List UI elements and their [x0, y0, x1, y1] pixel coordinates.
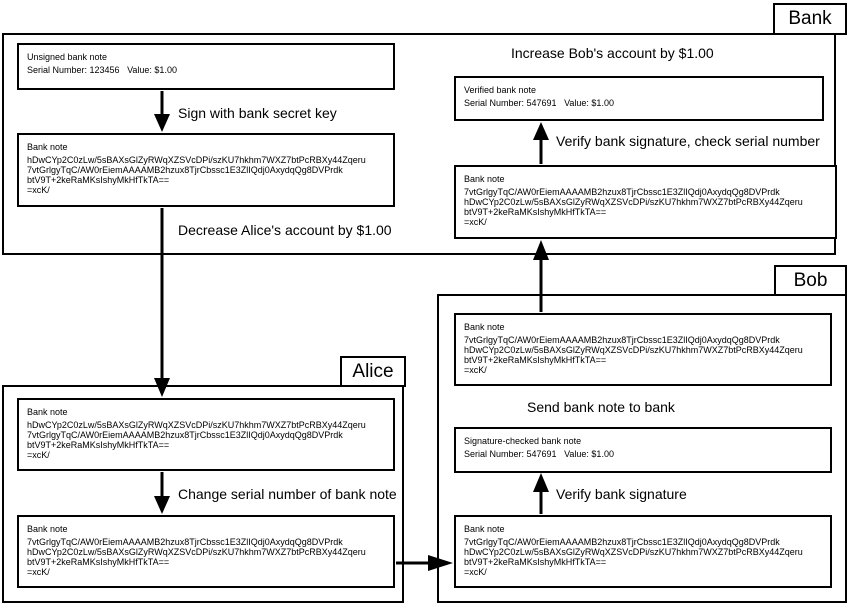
arrowhead-bob-to-bank [533, 240, 549, 260]
note-cipher-line: btV9T+2keRaMKsIshyMkHfTkTA== [27, 175, 170, 185]
bank-tag-label: Bank [788, 8, 832, 29]
bob-forward-note: Bank note 7vtGrlgyTqC/AW0rEiemAAAAMB2hzu… [454, 515, 832, 588]
arrowhead-verify-check [533, 122, 549, 140]
note-cipher-line: btV9T+2keRaMKsIshyMkHfTkTA== [464, 355, 607, 365]
arrowhead-bank-to-alice [154, 378, 170, 397]
note-cipher-line: 7vtGrlgyTqC/AW0rEiemAAAAMB2hzux8TjrCbssc… [27, 430, 343, 440]
note-cipher-line: 7vtGrlgyTqC/AW0rEiemAAAAMB2hzux8TjrCbssc… [464, 187, 780, 197]
note-cipher-line: btV9T+2keRaMKsIshyMkHfTkTA== [27, 440, 170, 450]
note-serial-line: Serial Number: 123456 Value: $1.00 [27, 65, 385, 75]
note-cipher-line: hDwCYp2C0zLw/5sBAXsGlZyRWqXZSVcDPi/szKU7… [464, 547, 803, 557]
bob-region [437, 294, 847, 603]
note-title: Verified bank note [464, 85, 537, 95]
note-cipher-line: 7vtGrlgyTqC/AW0rEiemAAAAMB2hzux8TjrCbssc… [27, 165, 343, 175]
signature-checked-note: Signature-checked bank note Serial Numbe… [454, 427, 832, 473]
bob-tag: Bob [774, 265, 847, 296]
note-title: Bank note [27, 407, 68, 417]
note-serial-line: Serial Number: 547691 Value: $1.00 [464, 449, 822, 459]
note-cipher-line: 7vtGrlgyTqC/AW0rEiemAAAAMB2hzux8TjrCbssc… [27, 537, 343, 547]
note-cipher-line: hDwCYp2C0zLw/5sBAXsGlZyRWqXZSVcDPi/szKU7… [27, 420, 366, 430]
label-send-to-bank: Send bank note to bank [527, 399, 675, 415]
arrowhead-change-serial [154, 496, 170, 514]
label-verify: Verify bank signature [556, 486, 687, 502]
serial-number: Serial Number: 547691 [464, 98, 557, 108]
note-title: Unsigned bank note [27, 52, 108, 62]
bob-tag-label: Bob [793, 269, 828, 291]
label-verify-check: Verify bank signature, check serial numb… [556, 133, 820, 149]
note-serial-line: Serial Number: 547691 Value: $1.00 [464, 98, 814, 108]
note-cipher-line: =xcK/ [464, 567, 487, 577]
serial-number: Serial Number: 123456 [27, 65, 120, 75]
serial-number: Serial Number: 547691 [464, 449, 557, 459]
note-cipher-line: =xcK/ [464, 217, 487, 227]
label-decrease: Decrease Alice's account by $1.00 [178, 222, 392, 238]
alice-tag: Alice [340, 356, 406, 387]
note-title: Signature-checked bank note [464, 436, 582, 446]
bank-received-note: Bank note 7vtGrlgyTqC/AW0rEiemAAAAMB2hzu… [454, 165, 837, 239]
note-title: Bank note [27, 142, 68, 152]
note-cipher-line: =xcK/ [464, 365, 487, 375]
note-cipher-line: =xcK/ [27, 567, 50, 577]
note-cipher-line: =xcK/ [27, 185, 50, 195]
arrowhead-alice-to-bob [428, 555, 453, 571]
note-value: Value: $1.00 [564, 98, 614, 108]
note-title: Bank note [464, 524, 505, 534]
verified-bank-note: Verified bank note Serial Number: 547691… [454, 76, 824, 121]
note-cipher-line: =xcK/ [27, 450, 50, 460]
label-change-serial: Change serial number of bank note [178, 486, 397, 502]
alice-received-note: Bank note hDwCYp2C0zLw/5sBAXsGlZyRWqXZSV… [17, 398, 395, 471]
note-cipher-line: hDwCYp2C0zLw/5sBAXsGlZyRWqXZSVcDPi/szKU7… [464, 345, 803, 355]
note-cipher-line: hDwCYp2C0zLw/5sBAXsGlZyRWqXZSVcDPi/szKU7… [27, 547, 366, 557]
bob-received-note: Bank note 7vtGrlgyTqC/AW0rEiemAAAAMB2hzu… [454, 313, 832, 386]
note-cipher-line: 7vtGrlgyTqC/AW0rEiemAAAAMB2hzux8TjrCbssc… [464, 335, 780, 345]
note-cipher-line: hDwCYp2C0zLw/5sBAXsGlZyRWqXZSVcDPi/szKU7… [27, 155, 366, 165]
note-title: Bank note [464, 174, 505, 184]
signed-bank-note: Bank note hDwCYp2C0zLw/5sBAXsGlZyRWqXZSV… [17, 133, 395, 207]
arrowhead-verify [533, 473, 549, 492]
note-title: Bank note [464, 322, 505, 332]
note-cipher-line: 7vtGrlgyTqC/AW0rEiemAAAAMB2hzux8TjrCbssc… [464, 537, 780, 547]
alice-region [2, 385, 404, 603]
alice-changed-note: Bank note 7vtGrlgyTqC/AW0rEiemAAAAMB2hzu… [17, 515, 395, 588]
bank-region [2, 33, 836, 255]
note-value: Value: $1.00 [564, 449, 614, 459]
label-sign: Sign with bank secret key [178, 105, 337, 121]
note-cipher-line: btV9T+2keRaMKsIshyMkHfTkTA== [464, 557, 607, 567]
bank-tag: Bank [773, 3, 847, 35]
alice-tag-label: Alice [352, 360, 394, 382]
note-title: Bank note [27, 524, 68, 534]
unsigned-bank-note: Unsigned bank note Serial Number: 123456… [17, 43, 395, 90]
note-cipher-line: btV9T+2keRaMKsIshyMkHfTkTA== [464, 207, 607, 217]
arrowhead-sign [154, 114, 170, 132]
note-value: Value: $1.00 [127, 65, 177, 75]
label-increase: Increase Bob's account by $1.00 [511, 45, 714, 61]
note-cipher-line: btV9T+2keRaMKsIshyMkHfTkTA== [27, 557, 170, 567]
note-cipher-line: hDwCYp2C0zLw/5sBAXsGlZyRWqXZSVcDPi/szKU7… [464, 197, 803, 207]
